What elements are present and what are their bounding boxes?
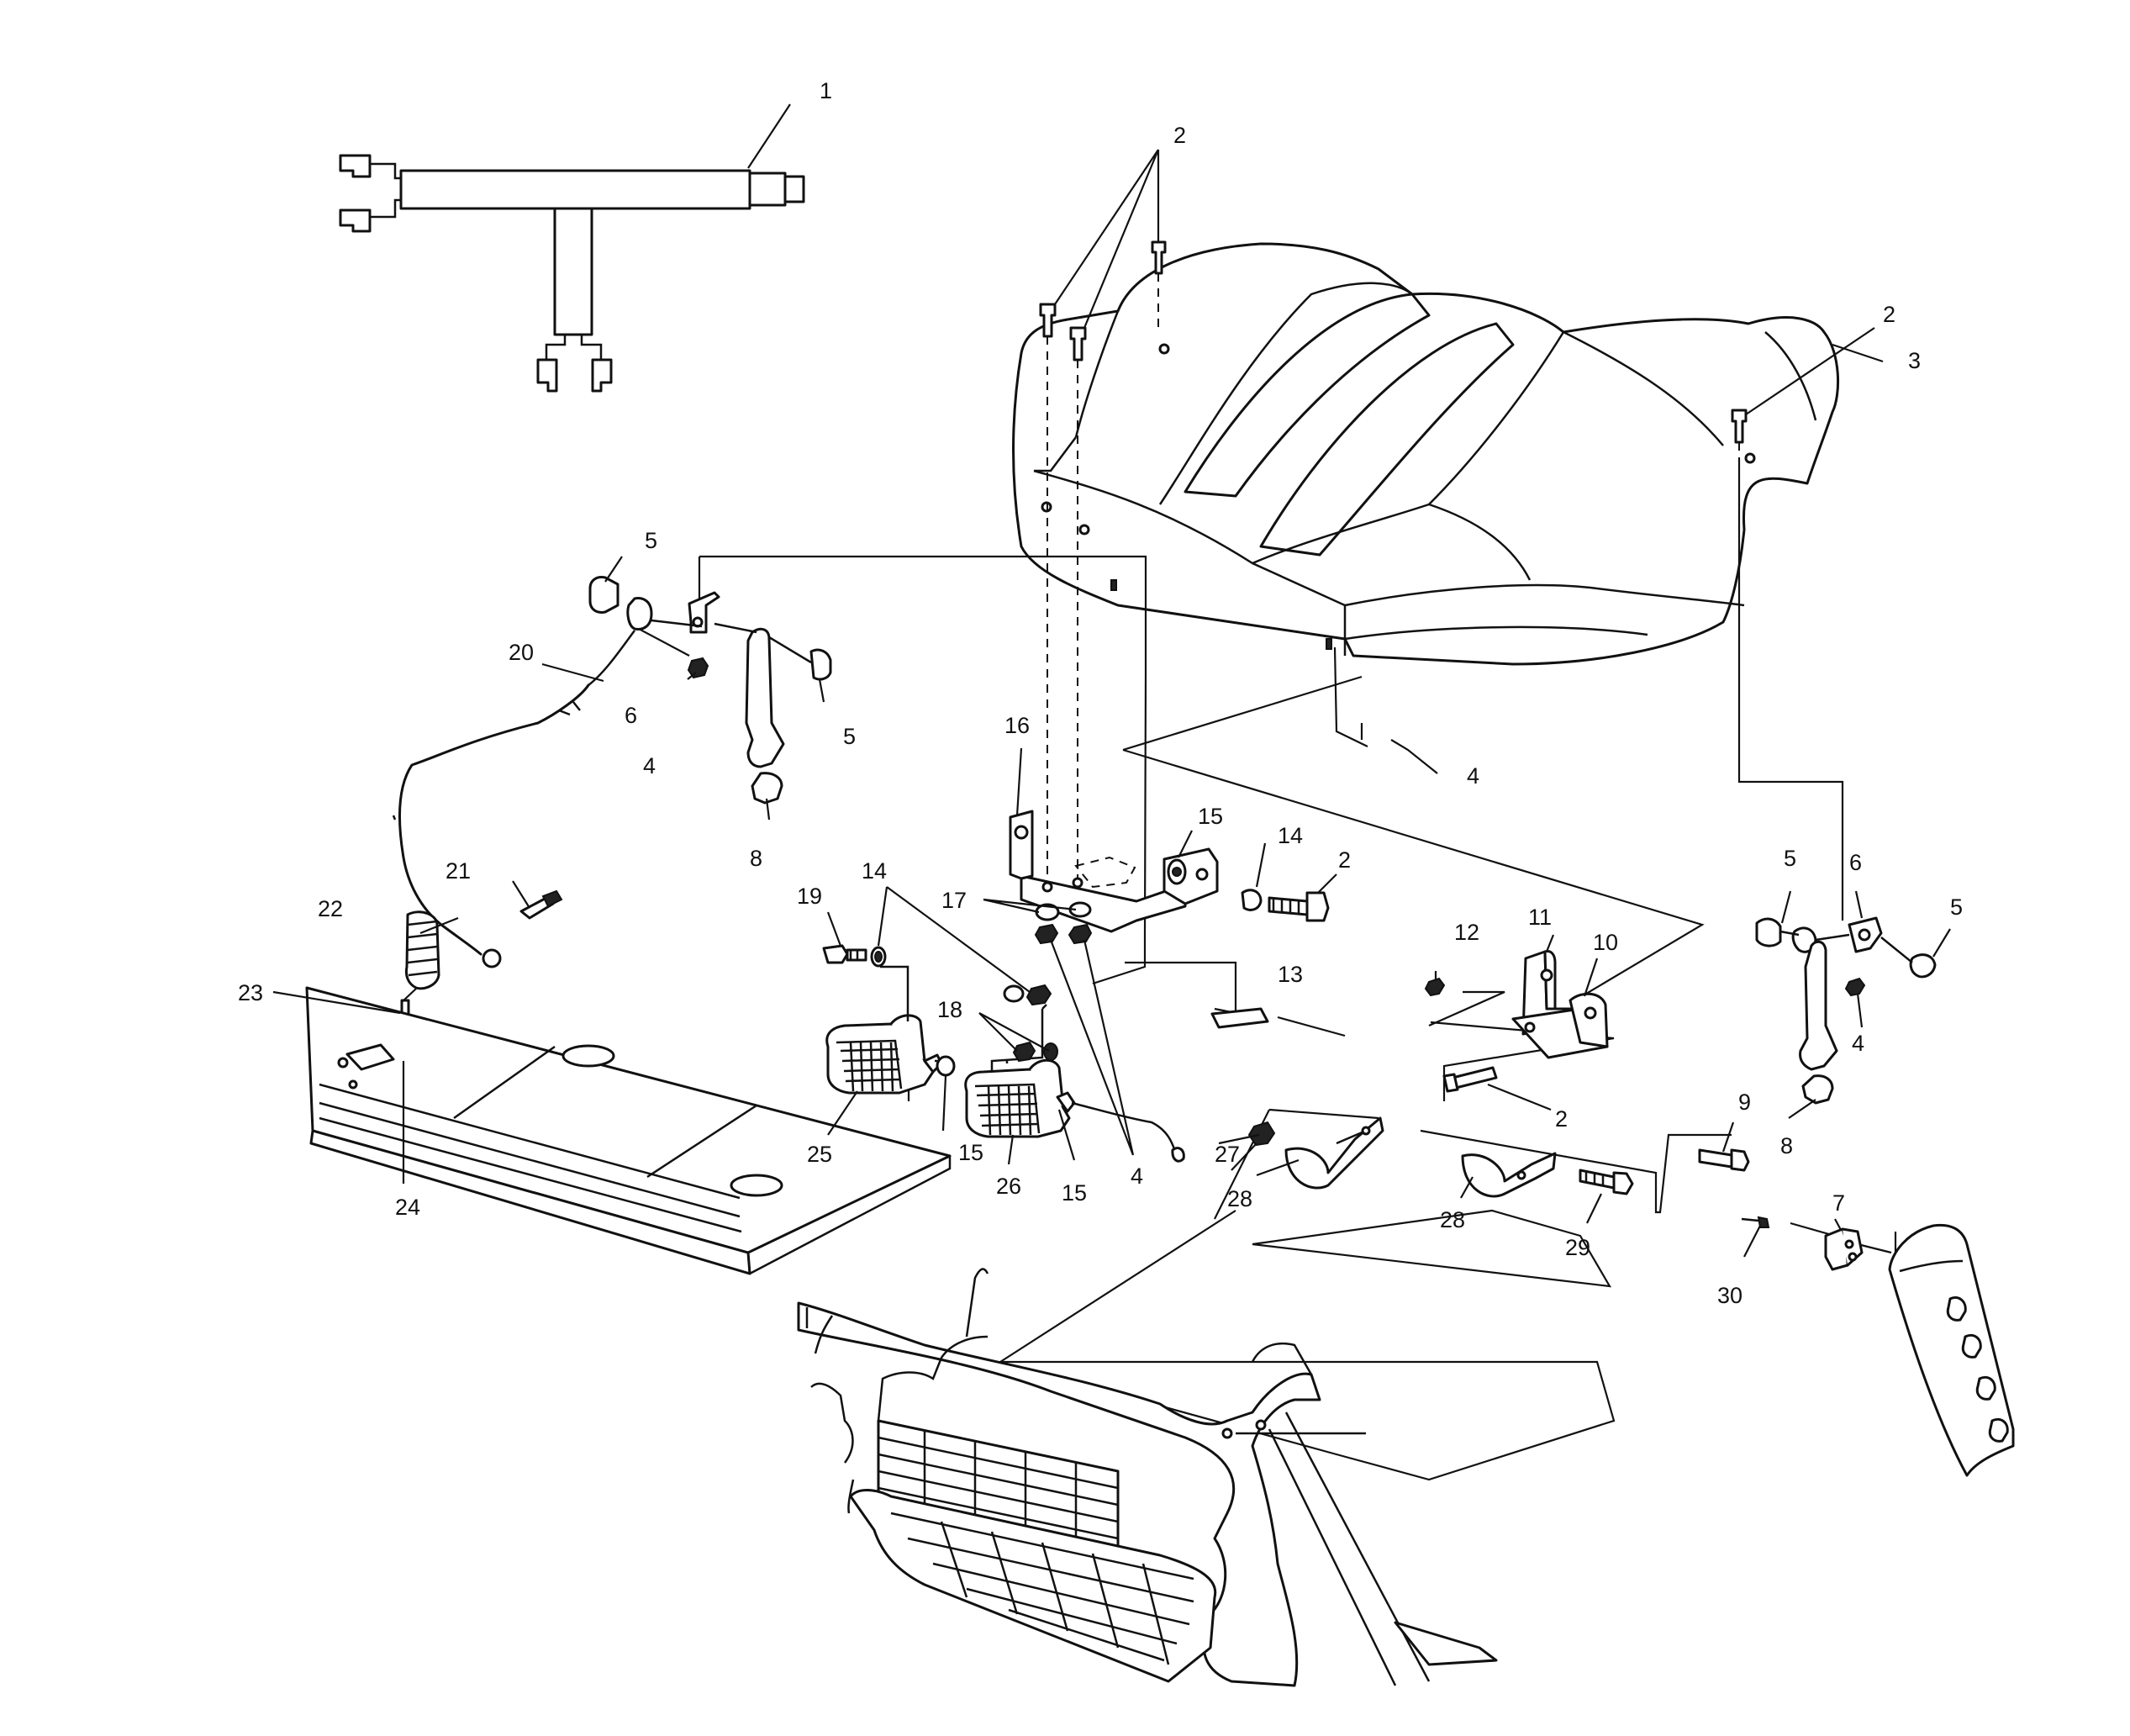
callout-6-right: 6 (1849, 850, 1862, 875)
callout-4-left: 4 (643, 753, 656, 778)
callout-15-lower: 15 (1062, 1180, 1087, 1206)
callout-4-hood: 4 (1467, 763, 1479, 789)
callout-30: 30 (1717, 1283, 1742, 1308)
callout-28-right: 28 (1440, 1207, 1465, 1232)
callout-2-top: 2 (1173, 123, 1186, 148)
callout-9: 9 (1738, 1090, 1751, 1115)
callout-13: 13 (1278, 962, 1303, 987)
callout-11: 11 (1528, 905, 1552, 930)
callout-29: 29 (1565, 1235, 1590, 1260)
wiring-harness (339, 154, 805, 393)
right-side-parts (1741, 1216, 2015, 1477)
callout-14-right: 14 (1278, 823, 1303, 848)
callout-5-right-b: 5 (1950, 894, 1963, 920)
hood-assembly (1012, 242, 1839, 666)
callout-22: 22 (318, 896, 343, 921)
callout-12: 12 (1454, 920, 1479, 945)
callout-15-bracket: 15 (1198, 804, 1223, 829)
callout-26: 26 (996, 1174, 1021, 1199)
headlight-assemblies (822, 944, 1185, 1163)
right-mount-hardware (1755, 916, 1937, 1105)
callout-2-lower: 2 (1555, 1106, 1568, 1132)
right-center-hardware (1210, 950, 1609, 1093)
callout-16: 16 (1004, 713, 1030, 738)
lower-brackets (1247, 1116, 1750, 1198)
callout-28-left: 28 (1227, 1186, 1252, 1211)
callout-21: 21 (446, 858, 471, 884)
callout-17: 17 (941, 888, 967, 913)
callout-5-right-a: 5 (1784, 846, 1796, 871)
front-bumper-grille (797, 1268, 1498, 1687)
callout-24: 24 (395, 1195, 420, 1220)
callout-23: 23 (238, 980, 263, 1005)
callout-27: 27 (1215, 1142, 1240, 1167)
callout-20: 20 (509, 640, 534, 665)
callout-8-left: 8 (750, 846, 762, 871)
callout-10: 10 (1593, 930, 1618, 955)
callout-14-left: 14 (862, 858, 887, 884)
callout-7: 7 (1832, 1190, 1845, 1216)
callout-15-lens: 15 (958, 1140, 983, 1165)
callout-18: 18 (937, 997, 962, 1022)
callout-8-right: 8 (1780, 1133, 1793, 1158)
callout-1: 1 (820, 78, 832, 103)
callout-2-center: 2 (1338, 847, 1351, 873)
left-mount-hardware (392, 576, 832, 968)
callout-4-right: 4 (1852, 1031, 1864, 1056)
callout-19: 19 (797, 884, 822, 909)
callout-25: 25 (807, 1142, 832, 1167)
center-bracket (1009, 810, 1330, 945)
callout-5-left-top: 5 (645, 528, 657, 553)
callout-5-left: 5 (843, 724, 856, 749)
hood-bolts (1039, 240, 1748, 898)
callout-4-center: 4 (1131, 1163, 1143, 1189)
leader-lines (272, 103, 1951, 1258)
callout-labels: 1 2 2 2 2 3 4 4 4 4 5 5 5 5 6 6 7 8 8 9 … (238, 78, 1963, 1308)
callout-2-hood-right: 2 (1883, 302, 1895, 327)
callout-6-left: 6 (625, 703, 637, 728)
front-panel (305, 986, 952, 1275)
callout-3: 3 (1908, 348, 1921, 373)
